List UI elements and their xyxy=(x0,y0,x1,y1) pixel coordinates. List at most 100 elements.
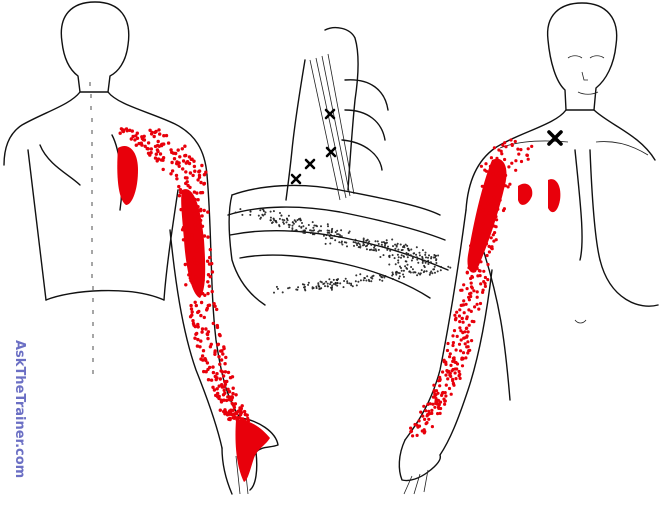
stipple-dot xyxy=(231,391,235,396)
stipple-dot xyxy=(181,159,186,163)
stipple-dot xyxy=(418,254,421,257)
stipple-dot xyxy=(461,351,466,355)
stipple-dot xyxy=(493,231,497,235)
stipple-dot xyxy=(365,279,368,282)
stipple-dot xyxy=(416,258,419,261)
stipple-dot xyxy=(384,274,387,277)
stipple-dot xyxy=(207,262,212,266)
stipple-dot xyxy=(336,281,339,284)
watermark-text: AskTheTrainer.com xyxy=(12,340,27,478)
stipple-dot xyxy=(212,388,217,392)
stipple-dot xyxy=(385,241,388,244)
stipple-dot xyxy=(401,245,404,248)
stipple-dot xyxy=(430,255,433,258)
stipple-dot xyxy=(192,164,197,169)
stipple-dot xyxy=(239,411,243,416)
stipple-dot xyxy=(216,391,220,396)
stipple-dot xyxy=(469,309,473,313)
stipple-dot xyxy=(217,355,221,359)
stipple-dot xyxy=(326,285,329,288)
stipple-dot xyxy=(504,173,508,177)
stipple-dot xyxy=(302,229,305,232)
stipple-dot xyxy=(334,283,337,286)
stipple-dot xyxy=(402,255,405,258)
stipple-dot xyxy=(510,161,514,165)
stipple-dot xyxy=(404,265,407,268)
stipple-dot xyxy=(475,240,479,244)
stipple-dot xyxy=(211,365,215,369)
stipple-dot xyxy=(206,235,210,239)
stipple-dot xyxy=(397,259,400,262)
stipple-dot xyxy=(200,327,205,331)
stipple-dot xyxy=(526,157,530,161)
stipple-dot xyxy=(453,317,458,321)
stipple-dot xyxy=(465,270,469,274)
stipple-dot xyxy=(209,378,214,382)
stipple-dot xyxy=(443,402,447,406)
stipple-dot xyxy=(131,134,135,139)
stipple-dot xyxy=(424,253,427,256)
stipple-dot xyxy=(189,206,193,210)
stipple-dot xyxy=(492,199,496,203)
stipple-dot xyxy=(366,275,369,278)
stipple-dot xyxy=(182,198,187,202)
stipple-dot xyxy=(241,213,244,216)
stipple-dot xyxy=(291,224,294,227)
stipple-dot xyxy=(336,279,339,282)
stipple-dot xyxy=(507,165,511,169)
stipple-dot xyxy=(226,387,230,391)
stipple-dot xyxy=(351,285,354,288)
cervical-spine-detail xyxy=(227,26,452,306)
stipple-dot xyxy=(445,348,450,353)
stipple-dot xyxy=(190,236,194,240)
stipple-dot xyxy=(149,147,153,151)
stipple-dot xyxy=(153,156,158,160)
stipple-dot xyxy=(357,246,360,249)
stipple-dot xyxy=(375,249,378,252)
stipple-dot xyxy=(494,225,498,229)
stipple-dot xyxy=(430,270,433,273)
stipple-dot xyxy=(183,262,187,267)
stipple-dot xyxy=(211,370,216,375)
stipple-dot xyxy=(331,237,334,240)
stipple-dot xyxy=(483,168,487,172)
stipple-dot xyxy=(391,271,394,274)
stipple-dot xyxy=(154,152,158,156)
stipple-dot xyxy=(130,129,134,133)
stipple-dot xyxy=(416,425,420,429)
stipple-dot xyxy=(158,152,163,156)
stipple-dot xyxy=(206,273,211,277)
stipple-dot xyxy=(465,345,469,349)
stipple-dot xyxy=(384,242,387,245)
stipple-dot xyxy=(194,226,198,230)
stipple-dot xyxy=(487,250,491,254)
stipple-dot xyxy=(262,210,265,213)
stipple-dot xyxy=(285,221,288,224)
stipple-dot xyxy=(270,221,273,224)
stipple-dot xyxy=(217,384,221,388)
stipple-dot xyxy=(444,362,448,366)
stipple-dot xyxy=(503,184,507,188)
stipple-dot xyxy=(219,369,223,373)
stipple-dot xyxy=(459,349,463,353)
stipple-dot xyxy=(328,235,331,238)
stipple-dot xyxy=(300,230,303,233)
stipple-dot xyxy=(427,417,431,421)
stipple-dot xyxy=(201,349,206,353)
stipple-dot xyxy=(142,134,146,138)
stipple-dot xyxy=(421,249,424,252)
stipple-dot xyxy=(448,352,452,356)
stipple-dot xyxy=(208,255,212,260)
stipple-dot xyxy=(197,173,202,177)
stipple-dot xyxy=(421,257,424,260)
stipple-dot xyxy=(195,261,200,266)
stipple-dot xyxy=(409,254,412,257)
stipple-dot xyxy=(402,269,405,272)
stipple-dot xyxy=(207,303,212,307)
stipple-dot xyxy=(344,277,347,280)
stipple-dot xyxy=(213,374,217,379)
stipple-dot xyxy=(445,369,449,373)
stipple-dot xyxy=(370,276,373,279)
stipple-dot xyxy=(405,253,408,256)
stipple-dot xyxy=(336,233,339,236)
